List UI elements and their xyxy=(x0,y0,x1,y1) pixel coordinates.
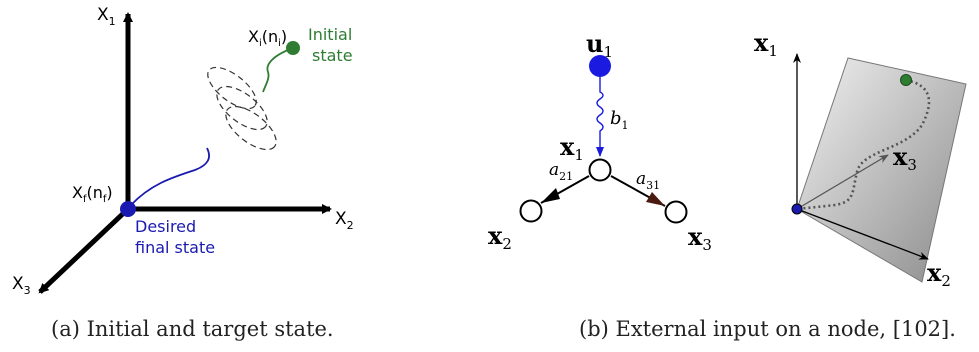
initial-trajectory xyxy=(262,47,294,93)
weight-a21-label: a21 xyxy=(549,160,573,183)
input-edge-b1 xyxy=(596,77,604,157)
controlled-trajectory xyxy=(797,78,931,211)
plane-x2-label: x2 xyxy=(927,258,951,290)
final-state-text-line2: final state xyxy=(135,238,215,257)
final-state-symbol: Xf(nf) xyxy=(72,183,113,205)
plane-x3-label: x3 xyxy=(893,142,917,174)
node-x1-label: x1 xyxy=(560,132,584,164)
edge-x1-x2-arrowhead xyxy=(541,188,560,203)
node-x3 xyxy=(664,200,688,224)
reachable-plane xyxy=(796,57,967,283)
trajectory-end-point xyxy=(791,203,803,215)
weight-b1-label: b1 xyxy=(610,108,629,132)
caption-b: (b) External input on a node, [102]. xyxy=(579,317,956,341)
dashed-trajectory-rings xyxy=(207,66,277,151)
edge-x1-x3-arrowhead xyxy=(646,192,665,206)
panel-b-plane: x1 x3 x2 (b) External input on a node, [… xyxy=(579,28,967,341)
plane-axis-x3 xyxy=(796,154,889,210)
node-x2-label: x2 xyxy=(488,221,512,253)
plane-x1-label: x1 xyxy=(754,28,778,60)
final-state-text-line1: Desired xyxy=(135,217,196,236)
initial-state-text-line1: Initial xyxy=(308,25,352,44)
initial-state-point xyxy=(286,41,300,55)
panel-a: X1 X2 X3 Xi(ni) Initial state Xf(nf) Des… xyxy=(12,5,354,341)
panel-b-graph: u1 b1 x1 a21 a31 x2 x3 xyxy=(488,29,712,254)
desired-final-point xyxy=(120,201,136,217)
caption-a: (a) Initial and target state. xyxy=(51,317,334,341)
node-x3-label: x3 xyxy=(688,222,712,254)
final-trajectory xyxy=(130,147,210,206)
trajectory-start-point xyxy=(900,74,912,86)
initial-state-symbol: Xi(ni) xyxy=(248,27,287,49)
axis-x3 xyxy=(38,207,130,294)
node-x1 xyxy=(588,158,612,182)
weight-a31-label: a31 xyxy=(636,169,660,192)
plane-axis-x2 xyxy=(796,208,929,260)
axis-x2-label: X2 xyxy=(335,209,354,232)
axis-x3-label: X3 xyxy=(12,274,31,297)
axis-x1-label: X1 xyxy=(97,5,116,28)
node-x2 xyxy=(519,199,543,223)
input-u1-label: u1 xyxy=(586,29,613,61)
input-u1-node xyxy=(589,55,611,77)
initial-state-text-line2: state xyxy=(312,46,353,65)
